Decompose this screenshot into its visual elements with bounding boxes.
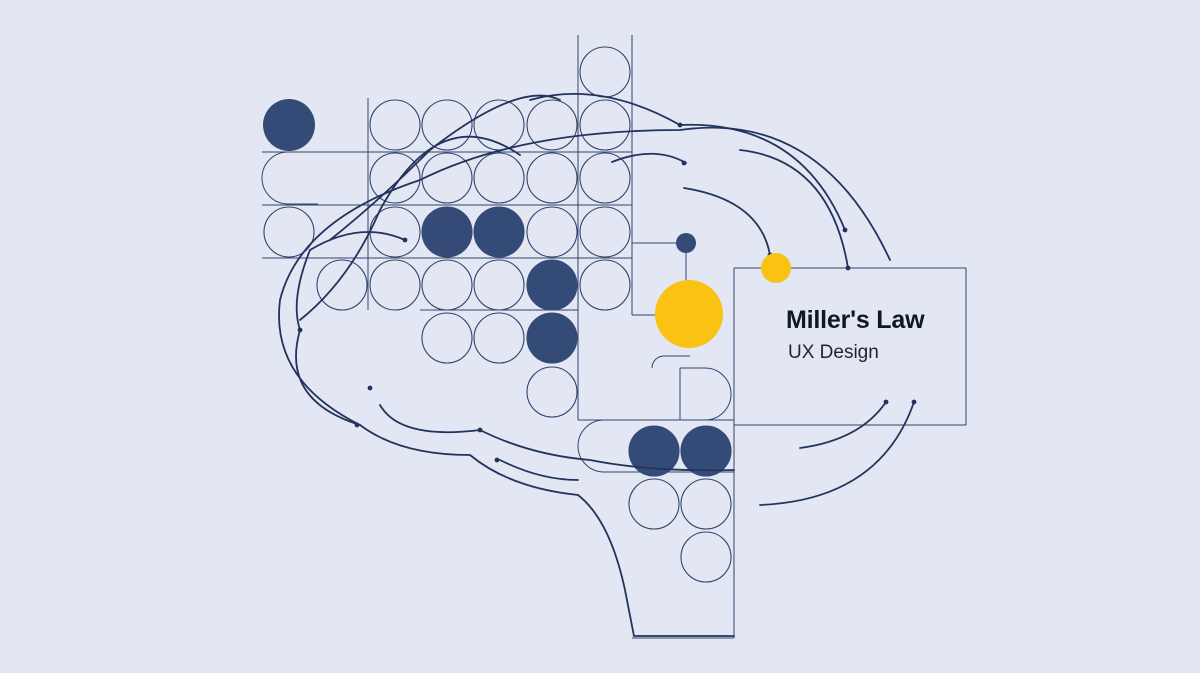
brain-curve (295, 329, 361, 426)
outline-circle (473, 259, 525, 311)
brain-curve (611, 152, 687, 164)
brain-curve (679, 123, 846, 231)
brain-curve (278, 126, 891, 496)
large-yellow-dot (655, 280, 723, 348)
filled-circle (421, 206, 473, 258)
node-dot (297, 327, 303, 333)
node-dot (494, 457, 500, 463)
outline-circle (421, 152, 473, 204)
node-dot (842, 227, 848, 233)
outline-circle (369, 152, 421, 204)
brain-curve (479, 429, 735, 472)
grid-line (651, 355, 690, 369)
node-dot (354, 422, 360, 428)
node-dot (477, 427, 483, 433)
grid-line (680, 367, 732, 421)
node-dot (677, 122, 683, 128)
node-dot (845, 265, 851, 271)
filled-circle (473, 206, 525, 258)
accent-dots (297, 122, 917, 463)
outline-circle (263, 206, 315, 258)
card-title: Miller's Law (786, 306, 925, 334)
outline-circle (421, 312, 473, 364)
outline-circle (526, 152, 578, 204)
brain-curve (577, 494, 735, 637)
outline-circle (579, 152, 631, 204)
outline-circle (369, 259, 421, 311)
outline-circle (579, 206, 631, 258)
node-dot (367, 385, 373, 391)
brain-curve (529, 92, 681, 126)
outline-circle (526, 206, 578, 258)
node-dot (883, 399, 889, 405)
outline-circle (579, 46, 631, 98)
filled-circle (526, 312, 578, 364)
grid-line (577, 419, 734, 473)
small-yellow-dot (761, 253, 791, 283)
grid-line (261, 151, 318, 205)
brain-curve (799, 401, 887, 449)
filled-circle (628, 425, 680, 477)
node-dot (402, 237, 408, 243)
outline-circle (473, 312, 525, 364)
grid-lines (261, 35, 967, 639)
filled-circle (263, 99, 315, 151)
outline-circle (628, 478, 680, 530)
brain-curve (499, 459, 579, 481)
brain-curve (299, 135, 521, 321)
filled-circle (526, 259, 578, 311)
outline-circle (421, 259, 473, 311)
circle-grid (263, 46, 732, 583)
outline-circle (526, 99, 578, 151)
outline-circle (680, 531, 732, 583)
brain-outline (278, 92, 915, 637)
outline-circle (316, 259, 368, 311)
outline-circle (579, 259, 631, 311)
outline-circle (473, 152, 525, 204)
small-navy-dot (676, 233, 696, 253)
outline-circle (526, 366, 578, 418)
brain-curve (759, 401, 915, 506)
filled-circle (680, 425, 732, 477)
brain-curve (683, 187, 771, 256)
brain-curve (379, 404, 481, 434)
node-dot (911, 399, 917, 405)
outline-circle (369, 99, 421, 151)
outline-circle (421, 99, 473, 151)
node-dot (681, 160, 687, 166)
brain-curve (739, 149, 849, 269)
outline-circle (579, 99, 631, 151)
card-subtitle: UX Design (788, 342, 879, 363)
outline-circle (680, 478, 732, 530)
brain-curve (295, 231, 406, 331)
